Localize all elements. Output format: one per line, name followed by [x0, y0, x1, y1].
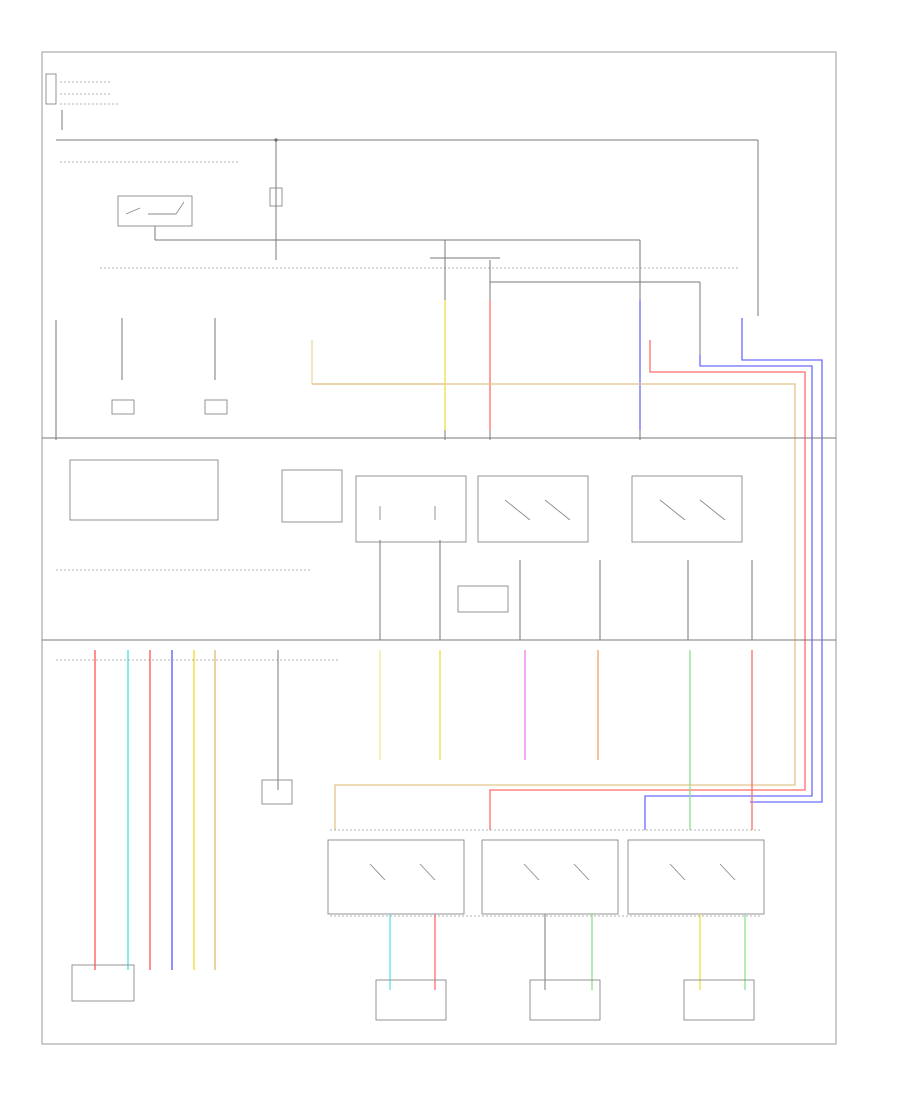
- right-side-bundle: [312, 318, 823, 830]
- master-switch-bundle: [94, 650, 216, 970]
- power-window-relay: [117, 195, 640, 241]
- ground-points-left: [55, 318, 228, 440]
- upper-colored-wires: [311, 300, 641, 430]
- battery-fuse-block: [45, 73, 120, 130]
- window-switch-right-rear: [631, 475, 743, 543]
- window-switch-left-rear: [477, 475, 589, 543]
- middle-connector-row: [379, 540, 753, 640]
- sub-switch-right-rear: [627, 839, 765, 990]
- window-motors: [71, 964, 755, 1021]
- diagram-border: [41, 51, 837, 1045]
- sub-switch-left-rear: [481, 839, 619, 990]
- power-window-master-area: [42, 437, 836, 641]
- hot-bus: [56, 138, 759, 316]
- lower-colored-drops: [379, 650, 753, 830]
- ignition-feed: [100, 140, 740, 269]
- connector-ticks: [56, 659, 760, 917]
- fuse-group: [430, 240, 701, 440]
- window-switch-front-passenger: [355, 475, 467, 543]
- center-ground: [261, 650, 293, 805]
- sub-switch-passenger: [327, 839, 465, 990]
